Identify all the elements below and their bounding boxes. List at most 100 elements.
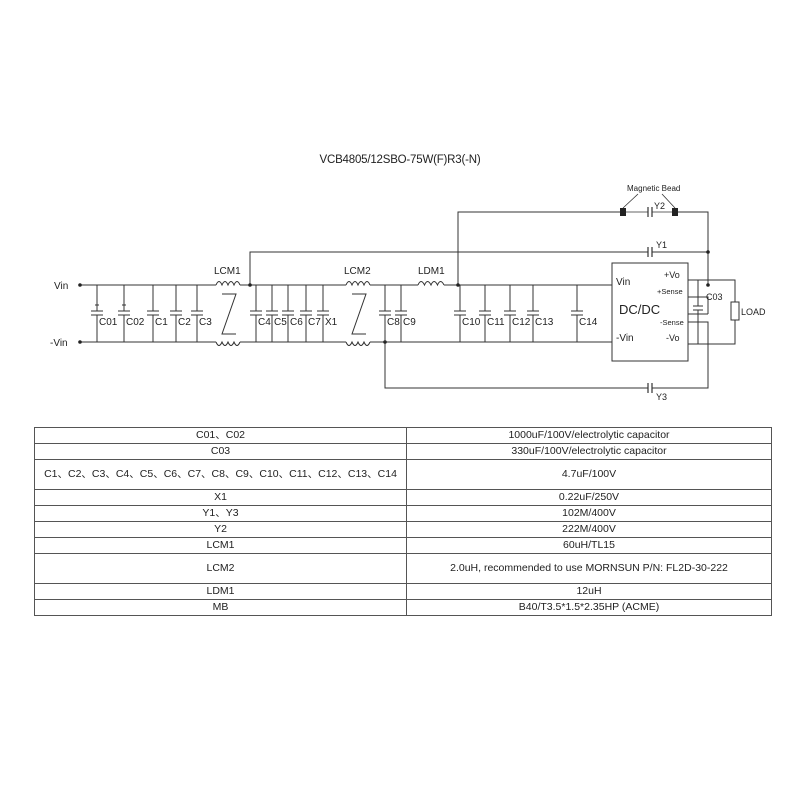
lcm1-core [221,293,237,335]
bom-value-cell: 102M/400V [406,505,772,522]
output-wires [688,279,736,345]
bom-part-cell: C1、C2、C3、C4、C5、C6、C7、C8、C9、C10、C11、C12、C… [34,459,407,490]
y2-capacitor [647,207,653,217]
capacitor-label: C5 [274,317,287,328]
capacitor-label: C10 [462,317,481,328]
ldm1-coil [417,281,445,287]
lcm1-coil-bottom [215,340,241,346]
bom-value-cell: 60uH/TL15 [406,537,772,554]
capacitor-label: C8 [387,317,400,328]
lcm1-coil-top [215,281,241,287]
junction-dot [456,283,460,287]
shunt-capacitor [454,285,466,342]
bom-value-cell: 4.7uF/100V [406,459,772,490]
capacitor-label: C4 [258,317,271,328]
capacitor-label: C13 [535,317,554,328]
shunt-capacitor [395,285,407,342]
bom-value-cell: 2.0uH, recommended to use MORNSUN P/N: F… [406,553,772,584]
junction-dot [706,250,710,254]
magnetic-bead-pointer-right [661,193,676,209]
capacitor-label: C3 [199,317,212,328]
lcm2-coil-top [345,281,371,287]
capacitor-label: C1 [155,317,168,328]
shunt-capacitor [147,285,159,342]
magnetic-bead-left [620,208,626,216]
y1-wire [249,251,709,285]
shunt-capacitor [300,285,312,342]
circuit-schematic: Vin -Vin LCM1 LCM2 LDM1 Magnetic Bead Y2… [50,184,766,402]
bom-part-cell: LCM1 [34,537,407,554]
y2-wire [457,211,709,285]
lcm2-core [351,293,367,335]
bom-value-cell: 222M/400V [406,521,772,538]
module-vin-label: Vin [616,277,630,288]
capacitor-label: C9 [403,317,416,328]
bom-part-cell: MB [34,599,407,616]
capacitor-label: C14 [579,317,598,328]
capacitor-label: C7 [308,317,321,328]
capacitor-label: C2 [178,317,191,328]
schematic-title: VCB4805/12SBO-75W(F)R3(-N) [319,154,481,166]
c03-label: C03 [706,292,723,302]
module-name: DC/DC [619,302,660,317]
y3-capacitor [647,383,653,393]
bom-value-cell: 12uH [406,583,772,600]
shunt-capacitor [527,285,539,342]
shunt-capacitor [504,285,516,342]
shunt-capacitor [317,285,329,342]
shunt-capacitor [479,285,491,342]
capacitor-label: C11 [487,317,505,328]
junction-dot [706,283,710,287]
load-label: LOAD [741,307,766,317]
capacitor-label: C02 [126,317,145,328]
capacitor-label: C12 [512,317,531,328]
junction-dot [78,283,82,287]
c03-capacitor [693,280,703,344]
shunt-capacitor [191,285,203,342]
y3-label: Y3 [656,392,667,402]
bom-part-cell: C03 [34,443,407,460]
lcm1-label: LCM1 [214,266,241,277]
bom-part-cell: X1 [34,489,407,506]
lcm2-coil-bottom [345,340,371,346]
shunt-capacitor [118,285,130,342]
magnetic-bead-label: Magnetic Bead [627,184,680,193]
bom-value-cell: 0.22uF/250V [406,489,772,506]
magnetic-bead-pointer-left [622,193,639,209]
shunt-capacitor [282,285,294,342]
lcm2-label: LCM2 [344,266,371,277]
y1-label: Y1 [656,240,667,250]
junction-dot [248,283,252,287]
junction-dot [78,340,82,344]
dc-dc-module [611,262,689,362]
bom-part-cell: Y1、Y3 [34,505,407,522]
y3-wire [384,338,709,389]
shunt-capacitor [170,285,182,342]
module-vo-neg-label: -Vo [666,333,680,343]
capacitor-label: C6 [290,317,303,328]
module-vin-neg-label: -Vin [616,333,634,344]
magnetic-bead-right [672,208,678,216]
bom-value-cell: 330uF/100V/electrolytic capacitor [406,443,772,460]
y2-label: Y2 [654,201,665,211]
module-vo-pos-label: +Vo [664,270,680,280]
sense-link [688,296,709,314]
bom-value-cell: 1000uF/100V/electrolytic capacitor [406,427,772,444]
y1-capacitor [647,247,653,257]
bom-part-cell: Y2 [34,521,407,538]
vin-neg-label: -Vin [50,338,68,349]
load-resistor [730,301,740,321]
bom-row: C1、C2、C3、C4、C5、C6、C7、C8、C9、C10、C11、C12、C… [34,459,772,490]
shunt-capacitor [250,285,262,342]
module-sense-pos-label: +Sense [657,287,683,296]
